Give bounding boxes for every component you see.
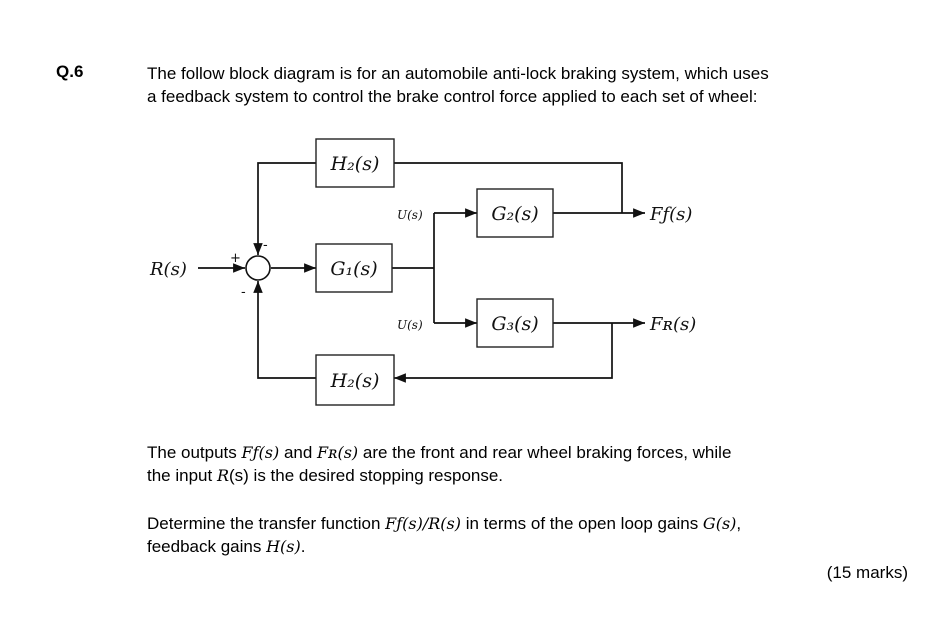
p2-math-fr: Fʀ(s) (317, 443, 359, 462)
signal-wires (198, 162, 645, 383)
block-h2-top-label: H₂(s) (330, 153, 380, 175)
p3-math-tf: Fƒ(s)/R(s) (385, 514, 461, 533)
marks-label: (15 marks) (826, 563, 908, 582)
p3-text-3: , (736, 514, 742, 533)
u-bottom-label: U(s) (397, 318, 423, 332)
block-g2: G₂(s) (476, 188, 554, 238)
p2-text-2: and (279, 443, 318, 462)
p2-math-r: R (216, 466, 229, 485)
question-intro: The follow block diagram is for an autom… (147, 62, 907, 108)
summing-junction (245, 255, 271, 281)
sign-minus-top: - (263, 238, 268, 253)
block-h2-top: H₂(s) (315, 138, 395, 188)
task-description: Determine the transfer function Fƒ(s)/R(… (147, 512, 907, 558)
p3-text-2: in terms of the open loop gains (460, 514, 703, 533)
p3-math-g: G(s) (702, 514, 737, 533)
output-rear-label: Fʀ(s) (649, 314, 696, 335)
outputs-description: The outputs Fƒ(s) and Fʀ(s) are the fron… (147, 441, 887, 487)
u-top-label: U(s) (397, 208, 423, 222)
block-g3-label: G₃(s) (491, 313, 538, 335)
p2-text-4: the input (147, 466, 217, 485)
block-g2-label: G₂(s) (491, 203, 538, 225)
sign-plus: + (230, 251, 241, 266)
p3-text-4: feedback gains (147, 537, 267, 556)
input-label: R(s) (149, 259, 187, 280)
p2-text-3: are the front and rear wheel braking for… (358, 443, 732, 462)
block-g3: G₃(s) (476, 298, 554, 348)
intro-line-2: a feedback system to control the brake c… (147, 87, 758, 106)
p3-text-5: . (300, 537, 306, 556)
p2-text-5: (s) is the desired stopping response. (229, 466, 504, 485)
output-front-label: Fƒ(s) (649, 204, 692, 225)
question-number: Q.6 (56, 62, 84, 81)
block-h2-bottom-label: H₂(s) (330, 370, 380, 392)
block-g1: G₁(s) (315, 243, 393, 293)
sign-minus-bottom: - (241, 285, 246, 300)
block-h2-bottom: H₂(s) (315, 354, 395, 406)
p2-math-ff: Fƒ(s) (241, 443, 280, 462)
p2-text-1: The outputs (147, 443, 242, 462)
block-g1-label: G₁(s) (330, 258, 377, 280)
p3-text-1: Determine the transfer function (147, 514, 386, 533)
p3-math-h: H(s) (266, 537, 301, 556)
intro-line-1: The follow block diagram is for an autom… (147, 64, 769, 83)
